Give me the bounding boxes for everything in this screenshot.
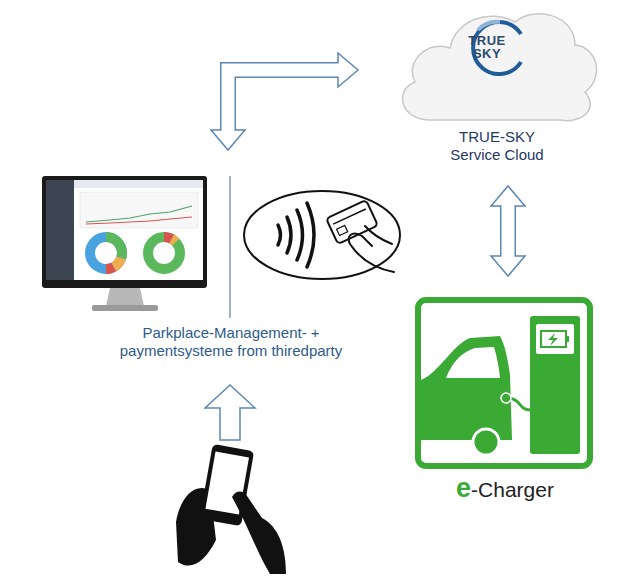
battery-icon xyxy=(541,331,566,347)
charging-station xyxy=(530,316,580,454)
charger-node: e-Charger xyxy=(415,298,595,508)
donut-segment xyxy=(90,237,122,269)
donut-segment xyxy=(90,237,122,269)
contactless-badge xyxy=(244,191,400,279)
car-wheel xyxy=(473,429,499,455)
text-holder: TRUE SKY xyxy=(464,34,510,63)
car-window xyxy=(446,347,500,378)
screen-topbar xyxy=(74,180,203,188)
charging-plug xyxy=(501,393,511,403)
hollow-arrow xyxy=(205,385,255,440)
monitor-screen xyxy=(46,180,203,280)
nfc-wave xyxy=(278,225,281,245)
station-screen xyxy=(536,324,574,354)
screen-panel xyxy=(80,192,198,228)
hand-right xyxy=(232,492,286,574)
arrow-fill xyxy=(228,70,340,132)
arrow-shaft xyxy=(228,70,338,130)
monitor-base xyxy=(92,305,158,311)
text-holder: Parkplace-Management- + paymentsysteme f… xyxy=(106,324,356,360)
node-label: Parkplace-Management- + paymentsysteme f… xyxy=(106,324,356,360)
donut-segment xyxy=(90,237,122,269)
arrow-head xyxy=(338,53,358,87)
text-holder: e-Charger xyxy=(415,472,595,504)
nfc-wave xyxy=(297,210,303,260)
monitor-neck xyxy=(106,288,144,306)
bolt-icon xyxy=(548,333,558,346)
car-silhouette xyxy=(421,336,512,440)
node-label: e-Charger xyxy=(456,472,554,504)
arrow-head xyxy=(491,186,525,206)
chart-line xyxy=(86,217,192,224)
charger-frame xyxy=(418,300,590,466)
block-arrow xyxy=(211,53,358,150)
cloud-shape xyxy=(403,14,597,121)
text-holder: TRUE-SKY Service Cloud xyxy=(438,128,556,164)
donut-chart xyxy=(90,237,122,269)
nfc-wave xyxy=(307,203,314,267)
divider-line xyxy=(229,176,231,318)
arrow-fill xyxy=(502,204,515,258)
chart-line xyxy=(86,206,192,222)
donut-chart xyxy=(148,237,180,269)
arrow-head xyxy=(491,256,525,276)
arrow-head xyxy=(211,130,245,150)
battery-nub xyxy=(566,336,569,342)
hand-outline xyxy=(349,226,394,272)
card-hand xyxy=(326,200,378,244)
monitor-frame xyxy=(42,176,207,288)
nfc-wave xyxy=(287,217,291,253)
logo-ring-accent xyxy=(478,22,500,30)
donut-segment xyxy=(148,237,180,269)
donut-segment xyxy=(148,237,180,269)
logo-text: TRUE SKY xyxy=(464,34,510,61)
node-label: TRUE-SKY Service Cloud xyxy=(438,128,556,164)
screen-sidebar xyxy=(46,180,74,280)
cloud-node: TRUE SKY TRUE-SKY Service Cloud xyxy=(390,0,605,172)
block-arrow xyxy=(491,186,525,276)
monitor-node: Parkplace-Management- + paymentsysteme f… xyxy=(40,172,350,372)
